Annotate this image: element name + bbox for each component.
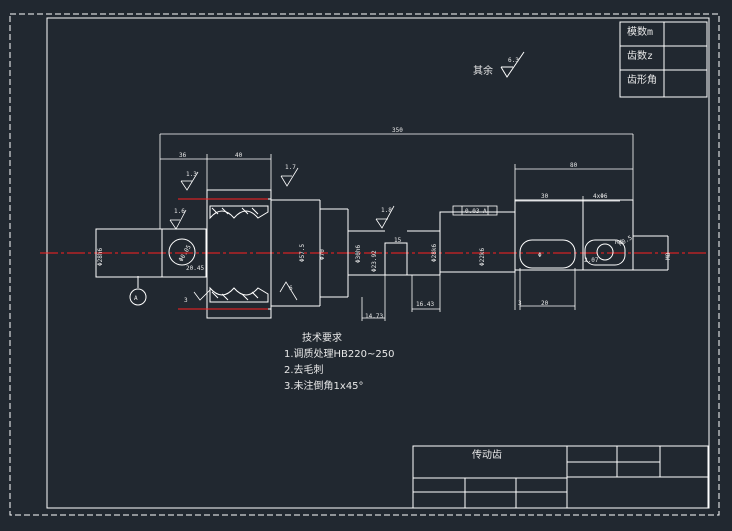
dim-36: 36 bbox=[179, 152, 187, 159]
dim-overall-length: 350 bbox=[392, 127, 403, 134]
rough-1-6: 1.6 bbox=[174, 208, 185, 215]
dim-small-6: 6 bbox=[289, 285, 293, 292]
dim-key: 4xΦ6 bbox=[593, 193, 608, 200]
section-cut-lines bbox=[178, 198, 268, 310]
dim-3: 3 bbox=[518, 300, 522, 307]
dim-15: 15 bbox=[394, 237, 402, 244]
detail-circle bbox=[168, 238, 196, 266]
teeth-count-label: 齿数z bbox=[627, 49, 653, 62]
roughness-symbol-icon bbox=[169, 167, 395, 301]
part-name: 传动齿 bbox=[472, 449, 502, 461]
tech-item-1: 1.调质处理HB220~250 bbox=[284, 348, 394, 360]
gear-parameter-table bbox=[619, 21, 708, 98]
dim-20: 20 bbox=[541, 300, 549, 307]
dim-small-3: 3 bbox=[184, 297, 188, 304]
roughness-rest-value: 6.3 bbox=[508, 57, 519, 64]
rough-1-8: 1.8 bbox=[381, 207, 392, 214]
dim-d-neck: Φ23.92 bbox=[371, 250, 378, 272]
tech-heading: 技术要求 bbox=[302, 331, 342, 344]
title-block bbox=[412, 445, 709, 509]
module-label: 模数m bbox=[627, 25, 653, 38]
dim-80: 80 bbox=[570, 162, 578, 169]
roughness-symbol-icon bbox=[500, 51, 525, 78]
tol-frame-value: 0.03 A bbox=[465, 208, 487, 215]
rough-1-3: 1.3 bbox=[186, 171, 197, 178]
dim-d-shaft: Φ30h6 bbox=[355, 245, 362, 263]
tech-item-2: 2.去毛刺 bbox=[284, 364, 324, 376]
dim-d-left: Φ28h6 bbox=[97, 248, 104, 266]
dim-phi: Φ bbox=[538, 252, 542, 259]
drawing-frame bbox=[46, 17, 710, 509]
outer-border bbox=[9, 13, 720, 516]
tech-item-3: 3.未注倒角1x45° bbox=[284, 379, 364, 392]
rough-1-7: 1.7 bbox=[285, 164, 296, 171]
datum-letter: A bbox=[134, 295, 138, 302]
dim-20-45: 20.45 bbox=[186, 265, 204, 272]
dim-thread: M8 bbox=[665, 252, 672, 260]
roughness-rest-label: 其余 bbox=[473, 64, 493, 77]
dim-d-gear-out: Φ70 bbox=[319, 249, 326, 260]
tolerance-frame bbox=[452, 205, 498, 216]
dim-30: 30 bbox=[541, 193, 549, 200]
dim-d-mid: Φ28k6 bbox=[431, 244, 438, 262]
dim-r-tol: R0.5 bbox=[618, 234, 634, 247]
gear-tooth-section bbox=[209, 205, 269, 303]
pressure-angle-label: 齿形角 bbox=[627, 74, 657, 86]
hole-circle bbox=[596, 243, 614, 261]
dim-2-07: 2.07 bbox=[584, 257, 599, 264]
dim-d-right: Φ22k6 bbox=[479, 248, 486, 266]
datum-symbol-icon bbox=[129, 276, 147, 306]
dimension-lines bbox=[159, 133, 634, 321]
dim-r-right: R4 bbox=[615, 239, 623, 246]
dim-16-43: 16.43 bbox=[416, 301, 434, 308]
dim-40: 40 bbox=[235, 152, 243, 159]
dim-d-gear-in: Φ57.5 bbox=[299, 244, 306, 262]
dim-14-73: 14.73 bbox=[365, 313, 383, 320]
